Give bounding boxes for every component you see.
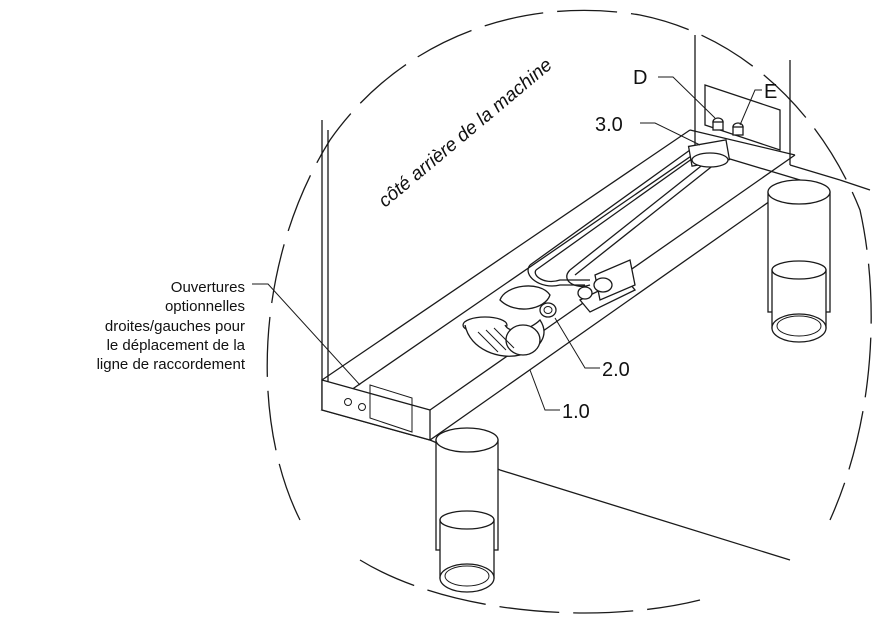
rear-wall	[321, 35, 871, 410]
left-foot	[435, 427, 499, 593]
rear-side-label: côté arrière de la machine	[375, 55, 557, 212]
detail-circle-bottom	[359, 559, 701, 614]
callout-d: D	[633, 67, 647, 89]
callout-3-0: 3.0	[595, 114, 623, 136]
base-beam	[320, 84, 802, 441]
callout-1-0: 1.0	[562, 401, 590, 423]
side-note: Ouvertures optionnelles droites/gauches …	[97, 279, 246, 373]
detail-circle	[266, 9, 872, 521]
drain-hose-1	[462, 316, 545, 357]
callout-2-0: 2.0	[602, 359, 630, 381]
side-note-line-4: le déplacement de la	[107, 337, 246, 354]
side-note-line-1: Ouvertures	[171, 279, 245, 296]
pipes	[527, 139, 731, 287]
right-foot	[767, 179, 831, 343]
callout-e: E	[764, 81, 777, 103]
drain-2	[499, 285, 557, 318]
side-note-line-2: optionnelles	[165, 298, 245, 315]
floor-line	[499, 469, 791, 561]
leaders	[252, 76, 762, 411]
side-note-line-3: droites/gauches pour	[105, 318, 245, 335]
pump-block	[577, 259, 637, 313]
side-note-line-5: ligne de raccordement	[97, 356, 246, 373]
